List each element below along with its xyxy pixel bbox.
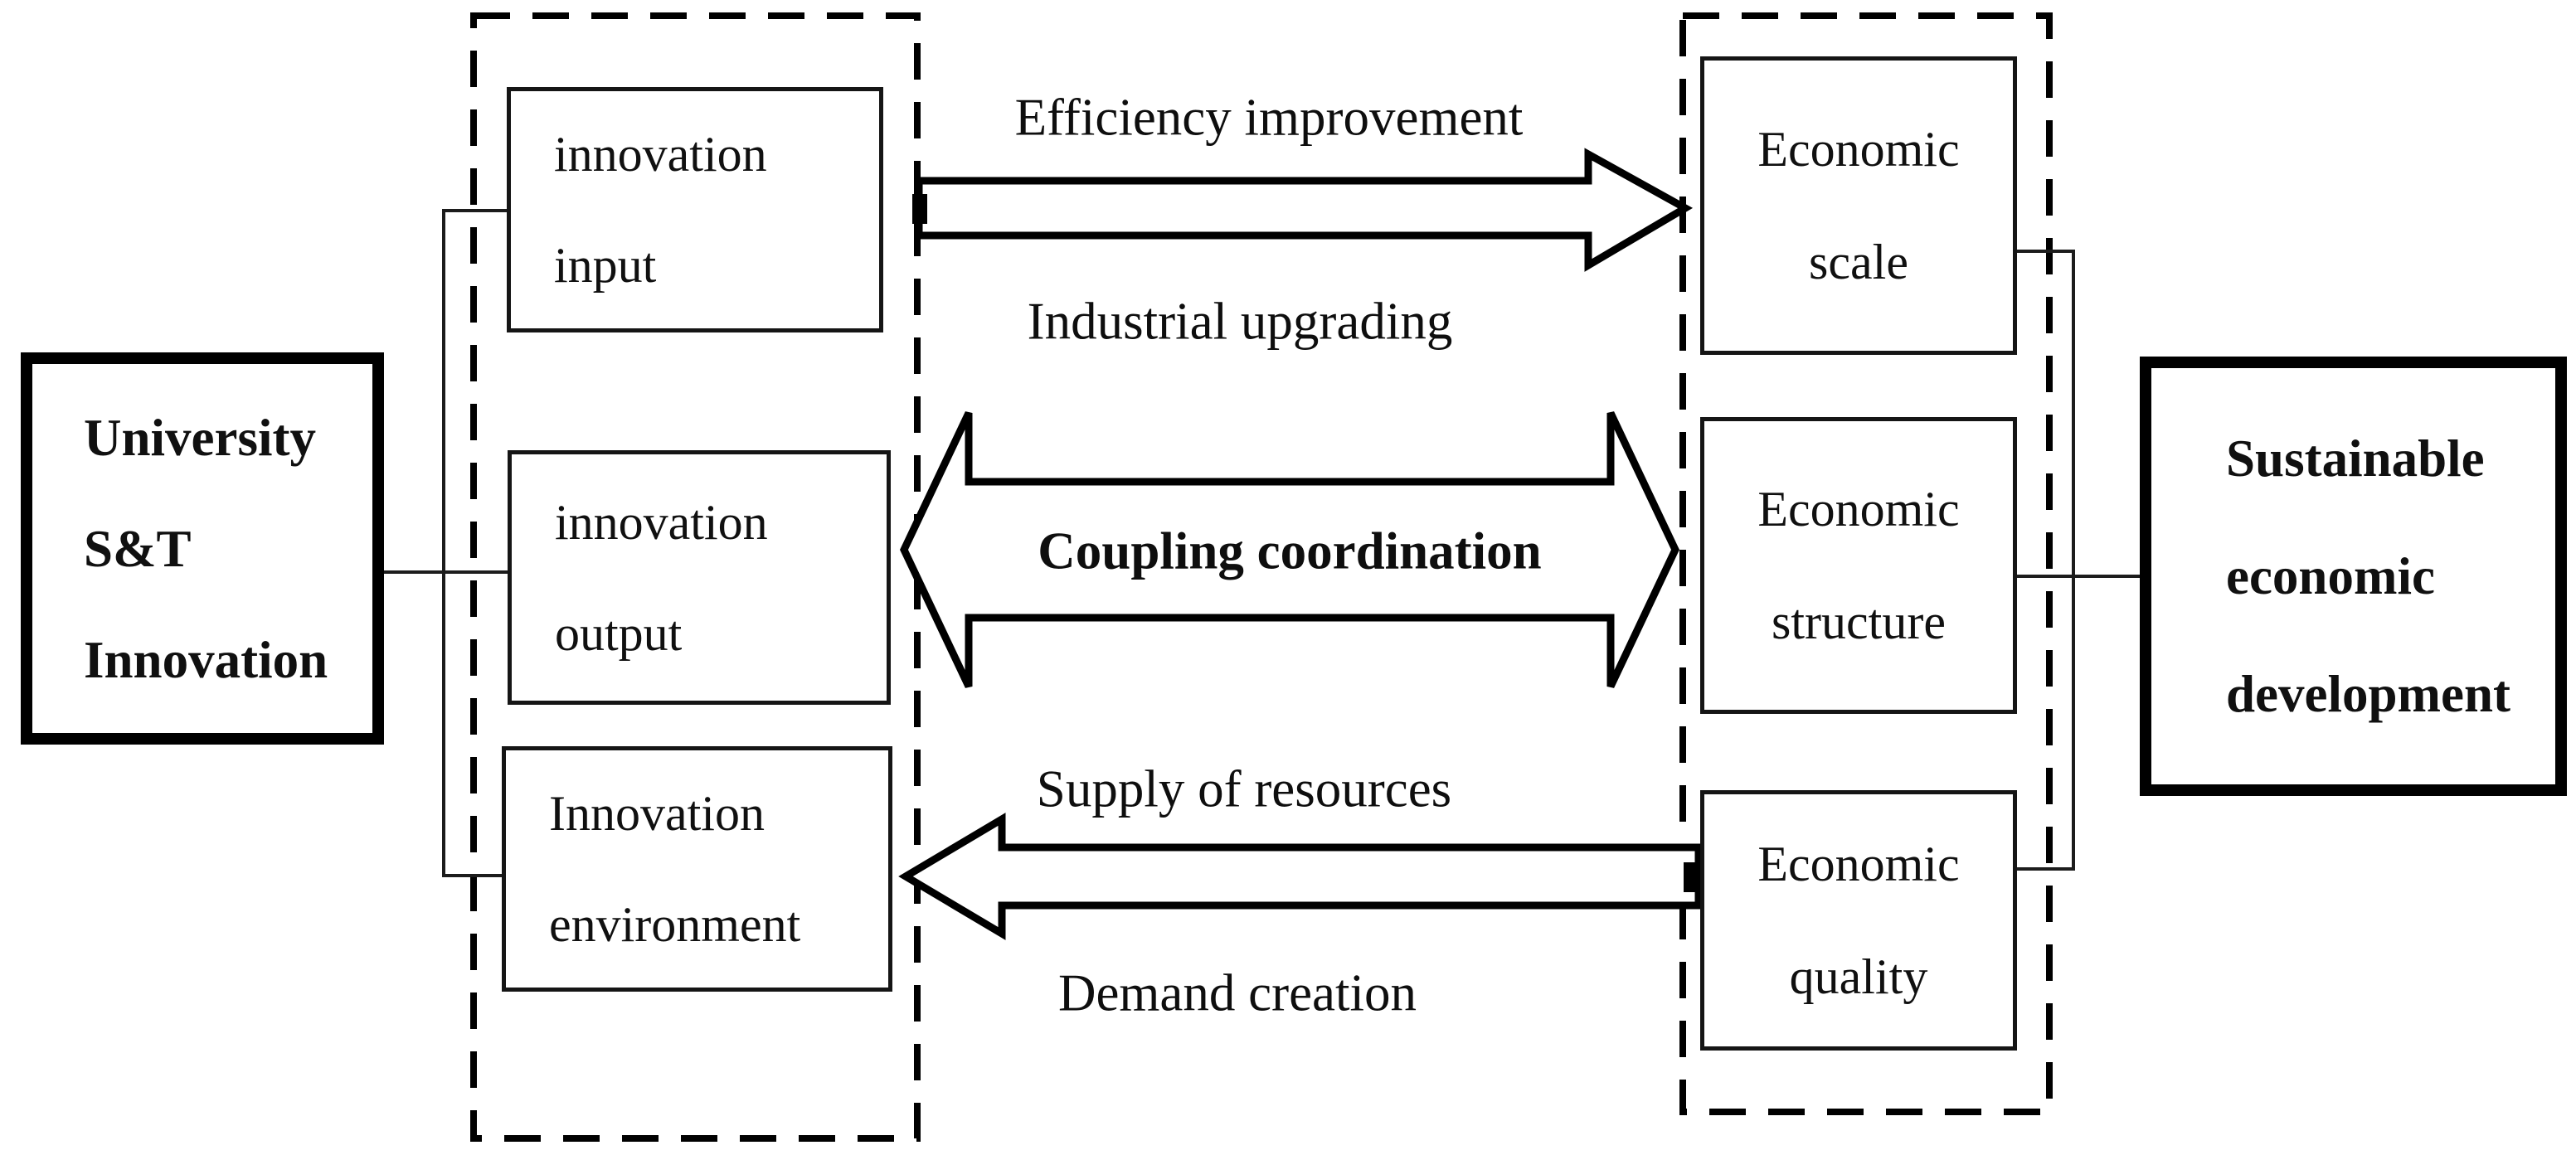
university-box-line-1: University bbox=[84, 408, 316, 467]
economic-structure-line-2: structure bbox=[1772, 594, 1946, 649]
coupling-coordination-double-arrow bbox=[900, 411, 1679, 688]
coupling-coordination-label: Coupling coordination bbox=[1038, 522, 1542, 580]
economic-scale-box: Economic scale bbox=[1700, 56, 2017, 355]
innovation-environment-line-2: environment bbox=[549, 897, 801, 952]
supply-arrow-tail-cap bbox=[1684, 862, 1699, 892]
innovation-input-line-1: innovation bbox=[554, 127, 767, 182]
innovation-output-box: innovation output bbox=[508, 450, 891, 705]
university-box-line-2: S&T bbox=[84, 519, 192, 578]
economic-quality-line-1: Economic bbox=[1757, 837, 1960, 891]
economic-scale-line-2: scale bbox=[1809, 235, 1908, 289]
demand-creation-label: Demand creation bbox=[1057, 963, 1417, 1022]
efficiency-arrow-tail-cap bbox=[912, 194, 927, 224]
innovation-input-line-2: input bbox=[554, 238, 657, 293]
economic-quality-line-2: quality bbox=[1789, 949, 1928, 1004]
economic-dashed-container bbox=[1679, 12, 2053, 1115]
supply-demand-arrow bbox=[898, 813, 1703, 940]
sustainable-box-line-3: development bbox=[2226, 665, 2510, 723]
economic-quality-box: Economic quality bbox=[1700, 790, 2017, 1051]
innovation-input-box: innovation input bbox=[507, 87, 883, 332]
sustainable-economic-development-box: Sustainable economic development bbox=[2140, 357, 2567, 796]
university-box-line-3: Innovation bbox=[84, 630, 328, 689]
economic-structure-line-1: Economic bbox=[1757, 482, 1960, 536]
innovation-environment-line-1: Innovation bbox=[549, 786, 765, 841]
industrial-upgrading-label: Industrial upgrading bbox=[1027, 292, 1453, 351]
supply-of-resources-label: Supply of resources bbox=[1036, 759, 1452, 818]
sustainable-box-line-2: economic bbox=[2226, 547, 2435, 605]
economic-structure-box: Economic structure bbox=[1700, 417, 2017, 714]
innovation-environment-box: Innovation environment bbox=[502, 746, 892, 992]
sustainable-box-line-1: Sustainable bbox=[2226, 429, 2485, 488]
innovation-output-line-1: innovation bbox=[555, 494, 768, 550]
efficiency-improvement-arrow bbox=[915, 148, 1694, 272]
economic-scale-line-1: Economic bbox=[1757, 122, 1960, 177]
innovation-output-line-2: output bbox=[555, 605, 683, 661]
university-st-innovation-box: University S&T Innovation bbox=[21, 352, 384, 745]
efficiency-improvement-label: Efficiency improvement bbox=[1014, 88, 1524, 147]
